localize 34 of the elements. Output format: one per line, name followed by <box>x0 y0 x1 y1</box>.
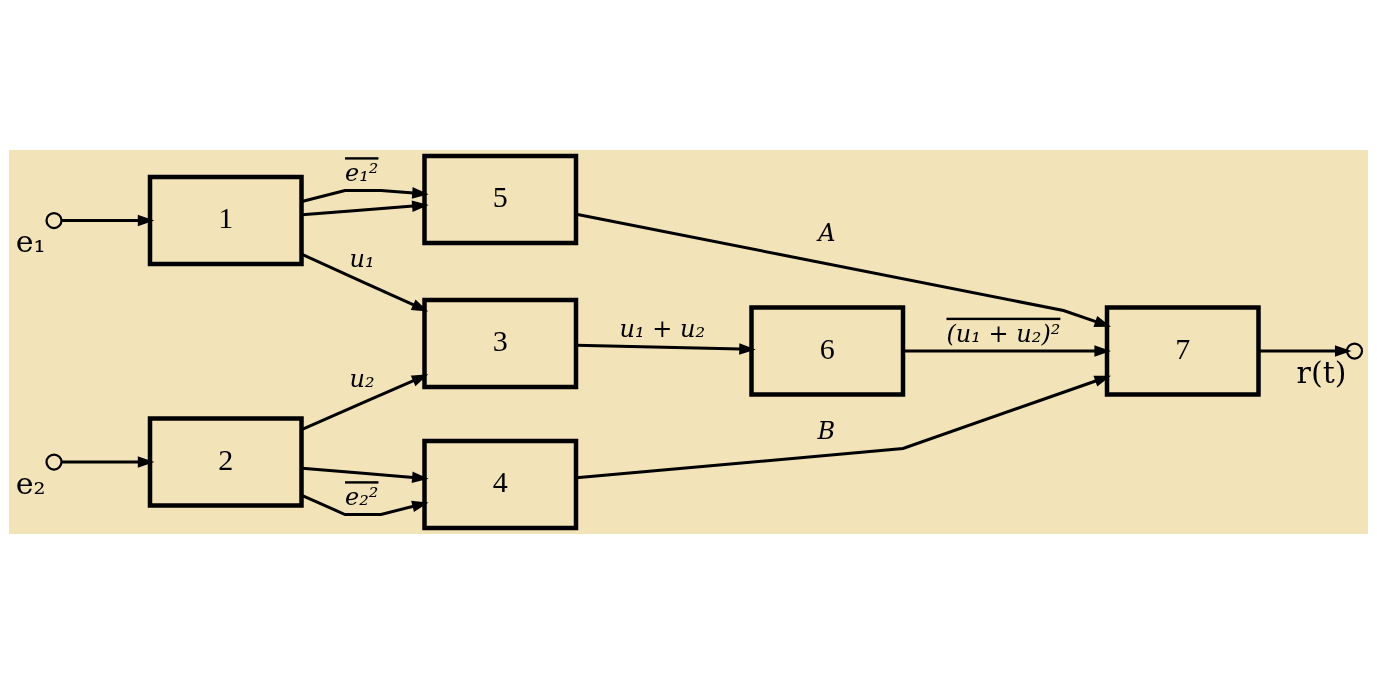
node-box: 6 <box>749 304 906 397</box>
edge-label: A <box>818 218 836 247</box>
arrow <box>301 252 429 312</box>
arrow <box>61 214 155 226</box>
node-circle <box>45 211 63 229</box>
node-box: 3 <box>422 297 579 389</box>
arrow <box>302 199 429 216</box>
arrow <box>576 212 1111 327</box>
arrow <box>301 186 429 203</box>
arrow <box>61 455 155 468</box>
node-box: 7 <box>1104 304 1261 397</box>
edge-label: B <box>817 416 836 445</box>
edge-label: e₂² <box>345 482 379 511</box>
node-label: r(t) <box>1296 354 1347 389</box>
node-circle <box>1345 341 1364 360</box>
node-box: 4 <box>422 438 579 530</box>
arrow <box>576 342 756 355</box>
node-circle <box>45 452 63 471</box>
node-label: e₂ <box>15 465 46 500</box>
arrow <box>301 493 429 516</box>
edge-label: u₂ <box>349 364 375 393</box>
edge-label: e₁² <box>345 158 379 187</box>
node-box: 1 <box>147 174 304 266</box>
edge-label: (u₁ + u₂)² <box>946 319 1061 348</box>
edge-label: u₁ <box>349 244 375 273</box>
arrow <box>1258 344 1352 357</box>
edge-label: u₁ + u₂ <box>619 314 706 343</box>
node-box: 5 <box>422 153 579 245</box>
node-box: 2 <box>147 415 304 508</box>
node-label: e₁ <box>15 223 46 259</box>
arrow <box>302 466 429 483</box>
arrow <box>301 373 429 431</box>
arrow <box>903 344 1111 357</box>
arrow <box>576 375 1111 479</box>
